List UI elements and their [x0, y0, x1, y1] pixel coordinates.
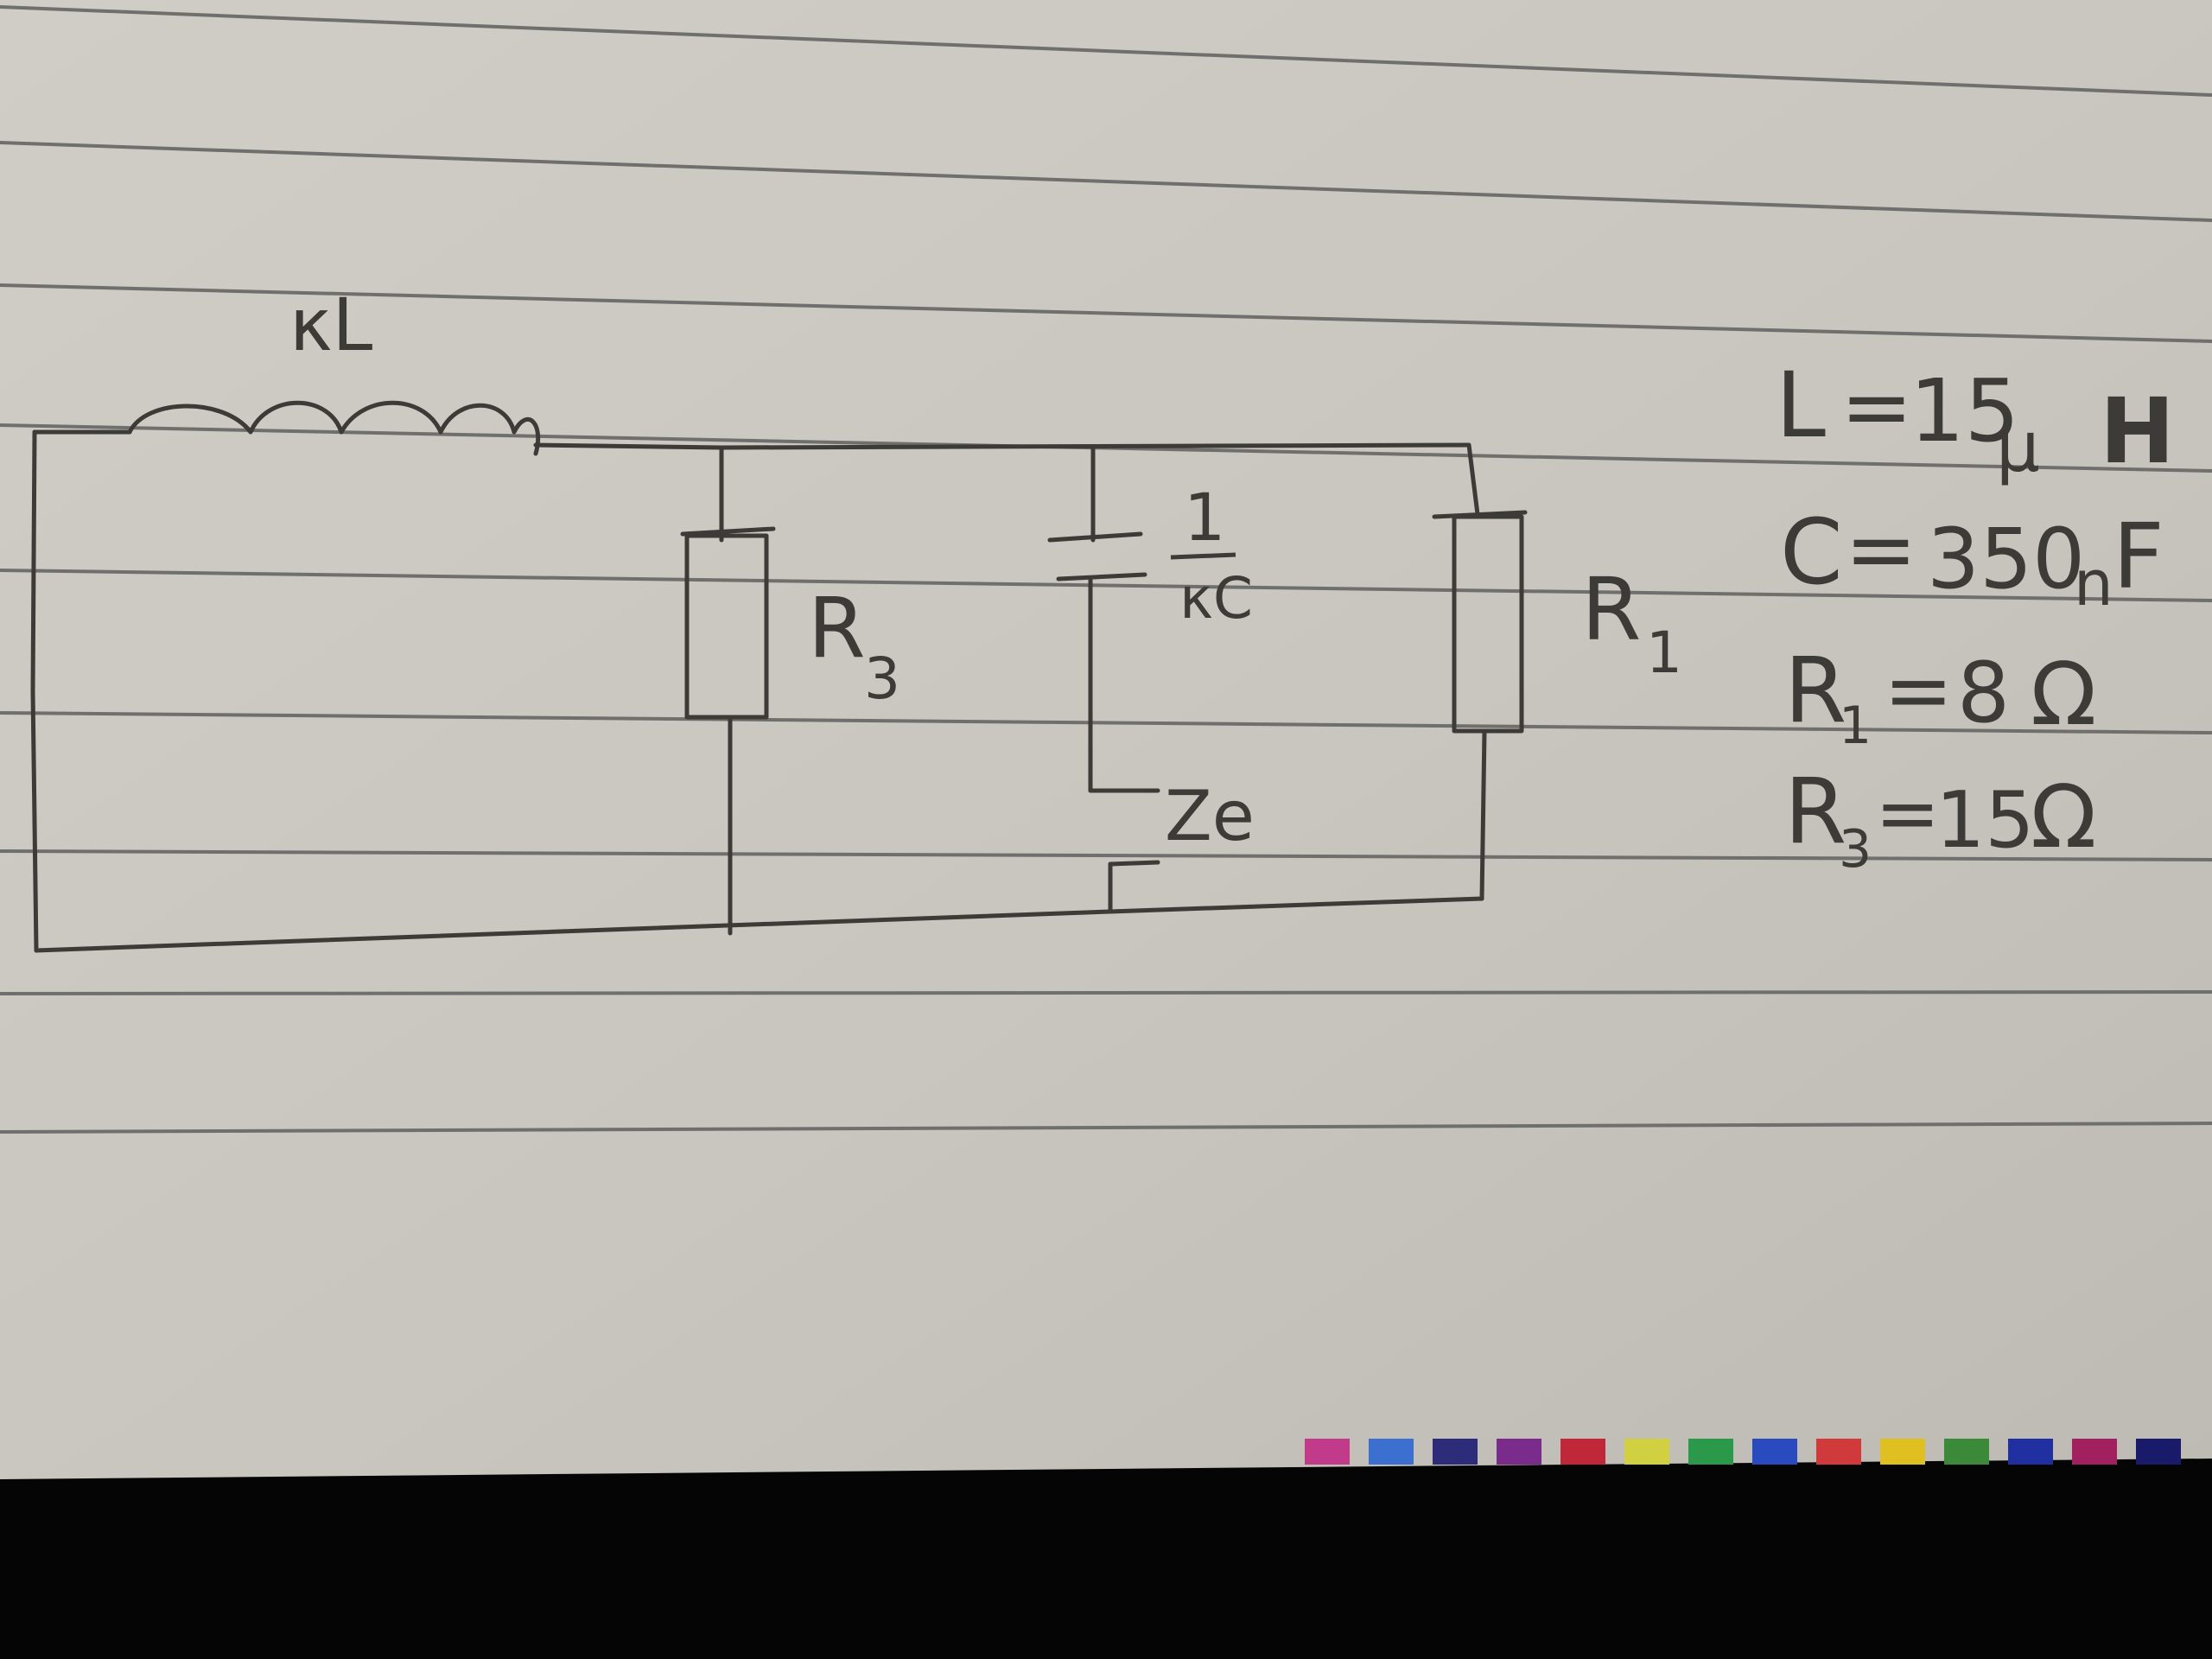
r3-label: R [808, 580, 866, 677]
capacitor-plate-top [1047, 531, 1143, 543]
value-l-unit: H [2100, 378, 2175, 484]
capacitor-plate-bottom [1056, 572, 1147, 582]
color-strip [1305, 1439, 2181, 1465]
value-r1: R 1 = 8 Ω [1784, 638, 2096, 756]
port-terminal-bottom [1108, 860, 1160, 867]
wire-r1-top [1466, 442, 1480, 517]
color-strip-swatch [1880, 1439, 1925, 1465]
inductor-label: κL [289, 283, 373, 367]
value-r3-number: 15 [1936, 775, 2035, 866]
value-r1-eq: = [1884, 642, 1953, 739]
capacitor-label-bar [1170, 552, 1236, 560]
value-r1-number: 8 [1957, 645, 2010, 741]
capacitor-label-num: 1 [1184, 479, 1225, 556]
color-strip-swatch [1688, 1439, 1733, 1465]
ruled-lines [0, 5, 2212, 1134]
resistor-r3 [684, 533, 769, 720]
inductor-symbol [127, 400, 541, 456]
color-strip-swatch [1816, 1439, 1861, 1465]
value-r3-eq: = [1875, 768, 1940, 859]
value-r3: R 3 = 15 Ω [1784, 759, 2096, 880]
r1-label-sub: 1 [1646, 620, 1682, 686]
value-c-number: 350 [1927, 511, 2085, 607]
ruled-line [0, 569, 2212, 602]
color-strip-swatch [1369, 1439, 1414, 1465]
value-r1-name: R [1784, 638, 1847, 743]
wire-bottom [34, 909, 1113, 953]
wire-bottom-right [1108, 896, 1484, 914]
color-strip-swatch [1752, 1439, 1797, 1465]
ruled-line [0, 283, 2212, 343]
circuit-wires [30, 400, 1528, 953]
value-c-prefix: n [2074, 547, 2113, 620]
resistor-r1-cap [1432, 510, 1528, 519]
wire-top-right [719, 442, 1471, 450]
value-c-eq: = [1845, 499, 1917, 600]
value-r3-unit: Ω [2031, 766, 2096, 868]
resistor-r3-cap [680, 526, 776, 537]
wire-left [30, 429, 39, 953]
color-strip-swatch [2008, 1439, 2053, 1465]
value-c-name: C [1780, 499, 1843, 605]
wire-inductor-out [533, 442, 724, 450]
value-l-eq: = [1840, 356, 1913, 457]
color-strip-swatch [1944, 1439, 1989, 1465]
r3-label-sub: 3 [864, 645, 900, 712]
color-strip-swatch [2072, 1439, 2117, 1465]
ruled-line [0, 5, 2212, 97]
wire-r1-bottom [1479, 728, 1487, 901]
value-l-name: L [1776, 353, 1826, 458]
ruled-line [0, 990, 2212, 995]
ruled-line [0, 141, 2212, 222]
capacitor-label-den: κC [1179, 565, 1253, 632]
circuit-labels: κL R 3 1 κC R 1 Ze [289, 283, 1682, 856]
ruled-line [0, 1122, 2212, 1134]
color-strip-swatch [1305, 1439, 1350, 1465]
value-l: L = 15 μ H [1776, 353, 2175, 487]
r1-label: R [1581, 559, 1641, 660]
color-strip-swatch [1560, 1439, 1605, 1465]
ruled-line [0, 711, 2212, 734]
port-label: Ze [1165, 776, 1255, 856]
resistor-r1 [1452, 514, 1524, 734]
ruled-line [0, 849, 2212, 861]
component-values: L = 15 μ H C = 350 n F R 1 = 8 Ω R 3 = 1… [1776, 353, 2175, 880]
color-strip-swatch [1497, 1439, 1541, 1465]
color-strip-swatch [2136, 1439, 2181, 1465]
color-strip-swatch [1624, 1439, 1669, 1465]
value-r1-unit: Ω [2031, 644, 2096, 745]
value-l-number: 15 [1910, 360, 2019, 461]
value-c-unit: F [2113, 504, 2164, 609]
value-l-prefix: μ [1996, 407, 2040, 487]
value-c: C = 350 n F [1780, 499, 2164, 620]
notebook-paper [0, 0, 2212, 1479]
color-strip-swatch [1433, 1439, 1478, 1465]
value-r3-name: R [1784, 759, 1847, 864]
value-r1-sub: 1 [1839, 696, 1872, 756]
value-r3-sub: 3 [1839, 819, 1872, 880]
